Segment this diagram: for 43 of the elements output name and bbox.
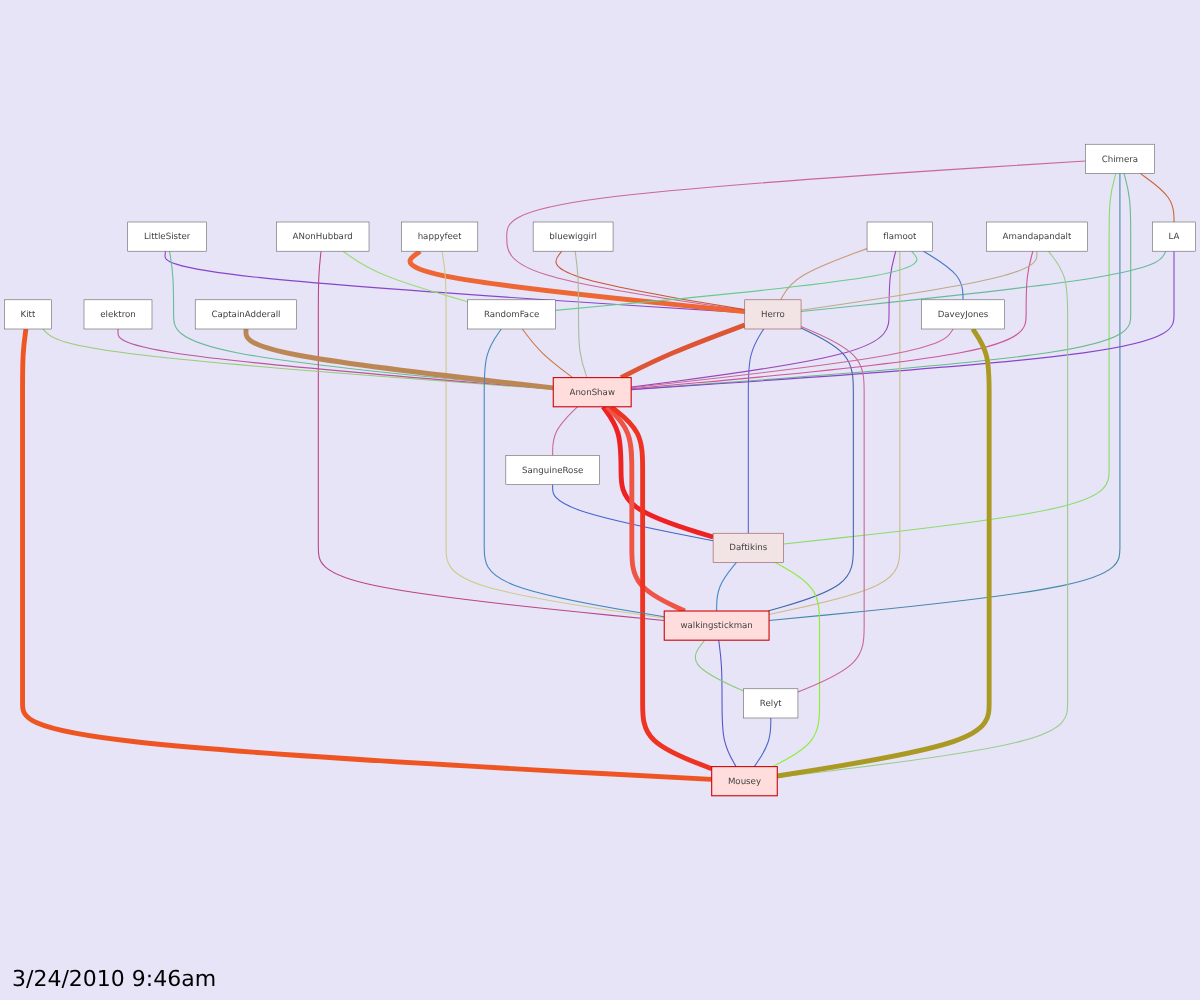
connector [800, 250, 1167, 313]
connector [483, 328, 665, 618]
connector [441, 250, 665, 619]
connector [630, 250, 897, 388]
connector [609, 404, 713, 771]
connector [768, 172, 1121, 622]
connector [605, 405, 686, 614]
connector [1139, 172, 1175, 223]
connector [797, 325, 865, 693]
connector [243, 329, 554, 391]
connector [776, 327, 992, 779]
connector [783, 172, 1117, 545]
connector [800, 250, 1038, 311]
connector [630, 250, 1034, 390]
connector [753, 717, 772, 768]
connector [630, 250, 1175, 391]
connector [554, 250, 918, 311]
connector [630, 172, 1132, 390]
connector [776, 250, 1069, 778]
connector [317, 250, 665, 621]
timestamp-text: 3/24/2010 9:46am [12, 966, 217, 992]
connector [718, 639, 737, 768]
connector [342, 250, 469, 303]
connector [630, 328, 954, 389]
connector [768, 250, 901, 615]
connector [552, 406, 578, 456]
connector [164, 250, 746, 314]
connector [716, 561, 737, 612]
connector [506, 160, 1086, 311]
connector [407, 249, 745, 314]
connector [694, 639, 745, 692]
connector [574, 250, 588, 379]
connector [552, 484, 714, 542]
connector [619, 322, 746, 380]
connector [923, 250, 964, 301]
connector [601, 405, 714, 540]
connector [555, 250, 746, 311]
connector [780, 248, 868, 301]
connector [20, 328, 712, 782]
connector [767, 327, 854, 612]
connector [747, 328, 765, 534]
connector [772, 561, 821, 768]
connector [521, 328, 574, 379]
